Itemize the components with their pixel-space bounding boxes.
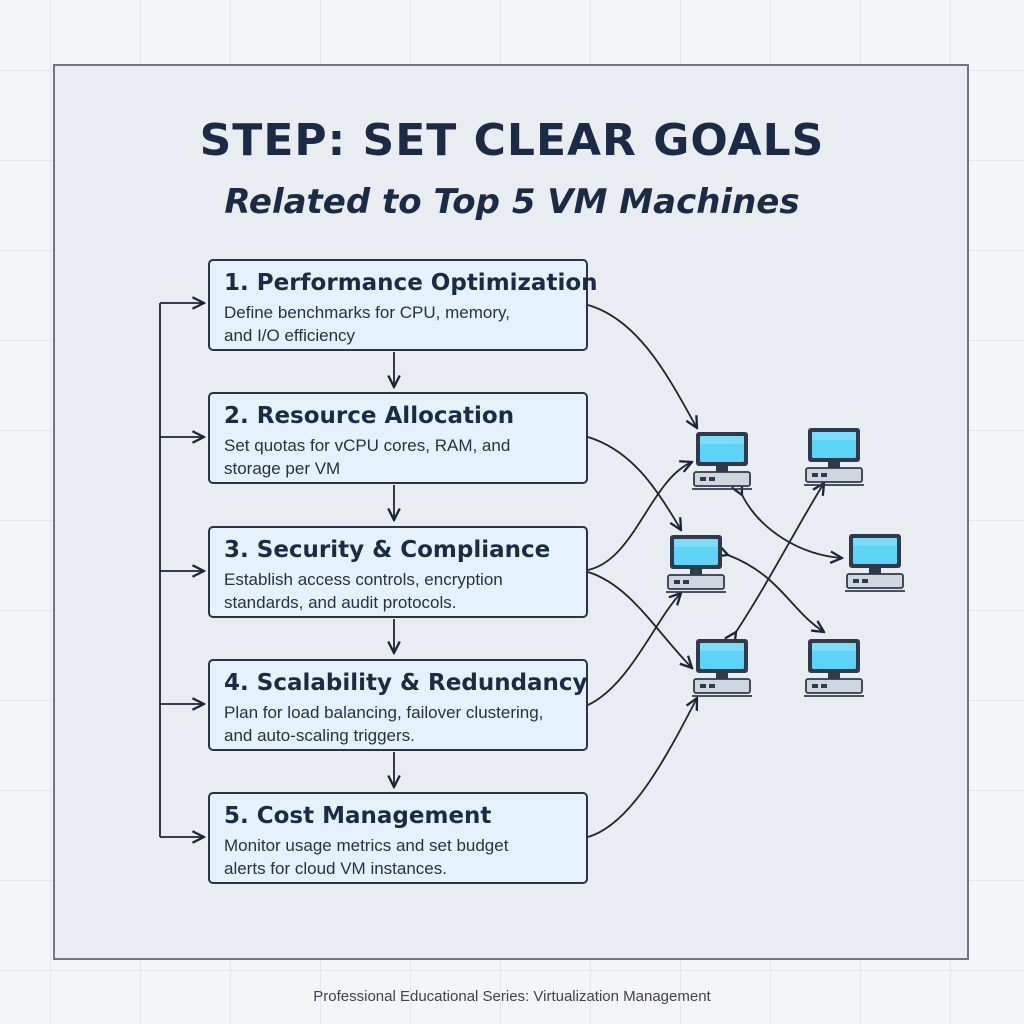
computer-icon [692, 639, 752, 697]
computer-icon [845, 534, 905, 592]
step-card-1: 1. Performance Optimization Define bench… [208, 259, 598, 351]
step-description: Plan for load balancing, failover cluste… [224, 703, 544, 745]
computer-icon [804, 428, 864, 486]
connector-step1-vm [587, 304, 697, 428]
step-description: Set quotas for vCPU cores, RAM, and stor… [224, 436, 511, 478]
vm-link-a [742, 495, 842, 558]
computer-icon [692, 432, 752, 490]
vm-link-c [736, 483, 824, 632]
page-title: STEP: SET CLEAR GOALS [199, 115, 825, 166]
step-title: 4. Scalability & Redundancy [224, 670, 588, 696]
step-description: Monitor usage metrics and set budget ale… [224, 836, 509, 878]
computer-icon [804, 639, 864, 697]
connector-step4-vm [587, 593, 681, 706]
connector-step3-vm-b [587, 571, 692, 668]
step-card-4: 4. Scalability & Redundancy Plan for loa… [208, 659, 588, 751]
step-card-3: 3. Security & Compliance Establish acces… [208, 526, 588, 618]
step-description: Define benchmarks for CPU, memory, and I… [224, 303, 510, 345]
connector-step2-vm [587, 436, 681, 530]
connector-step3-vm-a [587, 462, 692, 571]
footer-caption: Professional Educational Series: Virtual… [313, 988, 711, 1005]
step-description: Establish access controls, encryption st… [224, 570, 503, 612]
step-title: 5. Cost Management [224, 803, 492, 829]
step-title: 1. Performance Optimization [224, 270, 598, 296]
step-title: 3. Security & Compliance [224, 537, 551, 563]
page-subtitle: Related to Top 5 VM Machines [224, 182, 800, 222]
step-card-5: 5. Cost Management Monitor usage metrics… [208, 792, 588, 884]
step-card-2: 2. Resource Allocation Set quotas for vC… [208, 392, 588, 484]
computer-icon [666, 535, 726, 593]
step-title: 2. Resource Allocation [224, 403, 515, 429]
connector-step5-vm [587, 698, 697, 838]
